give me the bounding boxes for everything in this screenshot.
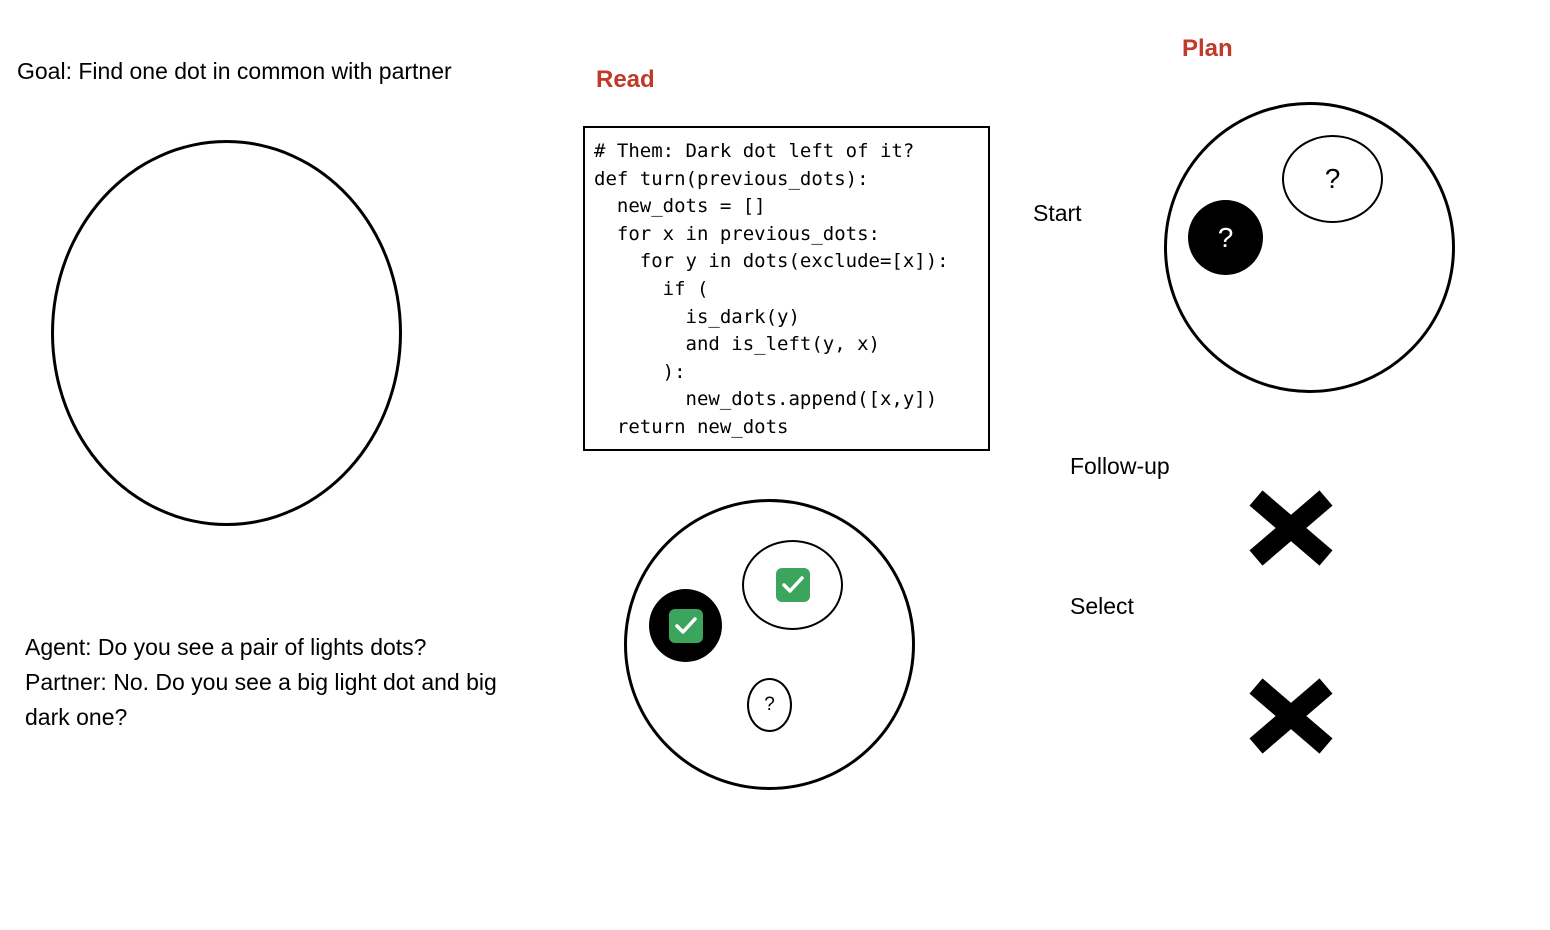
code-line: new_dots.append([x,y]) bbox=[594, 388, 938, 411]
question-mark: ? bbox=[764, 694, 775, 715]
read-small-light-dot: ? bbox=[747, 678, 792, 732]
dialogue-line: dark one? bbox=[25, 704, 128, 730]
plan-step-select: Select bbox=[1070, 593, 1134, 619]
plan-heading: Plan bbox=[1182, 35, 1233, 62]
goal-text: Goal: Find one dot in common with partne… bbox=[17, 58, 452, 84]
code-line: new_dots = [] bbox=[594, 195, 766, 218]
code-line: # Them: Dark dot left of it? bbox=[594, 140, 915, 162]
code-line: def turn(previous_dots): bbox=[594, 167, 869, 190]
cross-icon bbox=[1249, 490, 1333, 566]
plan-step-start: Start bbox=[1033, 200, 1082, 226]
plan-step-followup: Follow-up bbox=[1070, 453, 1170, 479]
code-line: is_dark(y) bbox=[594, 305, 800, 328]
check-mark-icon bbox=[668, 608, 703, 643]
code-line: for y in dots(exclude=[x]): bbox=[594, 250, 949, 273]
code-line: if ( bbox=[594, 277, 709, 300]
dialogue-line: Agent: Do you see a pair of lights dots? bbox=[25, 634, 427, 660]
question-mark: ? bbox=[1324, 163, 1341, 194]
question-mark: ? bbox=[1217, 221, 1234, 253]
read-dark-dot bbox=[649, 589, 722, 662]
dialogue-line: Partner: No. Do you see a big light dot … bbox=[25, 669, 497, 695]
code-block: # Them: Dark dot left of it? def turn(pre… bbox=[583, 126, 990, 451]
plan-dark-dot: ? bbox=[1188, 200, 1263, 275]
read-result-circle bbox=[624, 499, 915, 790]
dialogue: Agent: Do you see a pair of lights dots?… bbox=[25, 630, 497, 735]
code-line: ): bbox=[594, 360, 686, 383]
code-line: return new_dots bbox=[594, 415, 789, 438]
agent-view-circle bbox=[51, 140, 402, 526]
plan-start-circle bbox=[1164, 102, 1455, 393]
read-light-dot bbox=[742, 540, 843, 630]
code-line: and is_left(y, x) bbox=[594, 333, 880, 356]
read-heading: Read bbox=[596, 66, 655, 93]
check-mark-icon bbox=[775, 568, 810, 602]
code-line: for x in previous_dots: bbox=[594, 222, 880, 245]
plan-light-dot: ? bbox=[1282, 135, 1383, 223]
cross-icon bbox=[1249, 678, 1333, 754]
